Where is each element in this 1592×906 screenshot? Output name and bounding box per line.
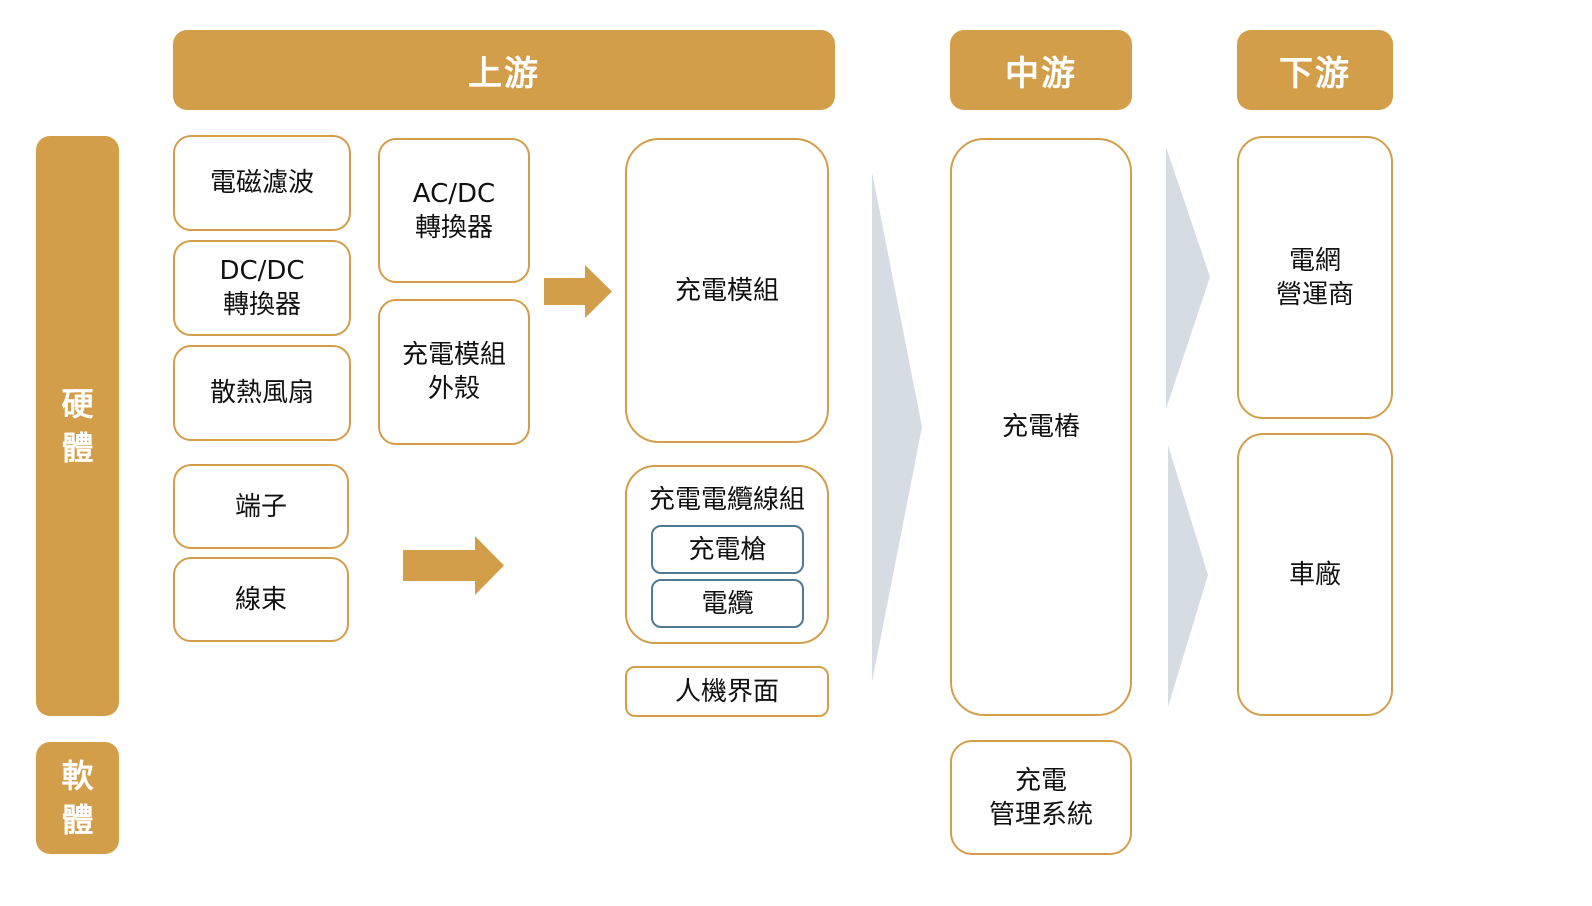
header-upstream: 上游 xyxy=(173,30,835,110)
header-midstream: 中游 xyxy=(950,30,1132,110)
component-emi-filter: 電磁濾波 xyxy=(173,135,351,231)
grid-operator: 電網 營運商 xyxy=(1237,136,1393,419)
cable-item-cable: 電纜 xyxy=(651,579,804,628)
component-acdc-converter: AC/DC 轉換器 xyxy=(378,138,530,283)
cable-item-charging-gun: 充電槍 xyxy=(651,525,804,574)
cable-group-title: 充電電纜線組 xyxy=(648,485,805,515)
component-wire-harness: 線束 xyxy=(173,557,349,642)
right-arrow-icon xyxy=(544,265,612,318)
row-label-hardware: 硬體 xyxy=(36,136,119,716)
chevron-right-icon xyxy=(872,172,922,682)
component-terminal: 端子 xyxy=(173,464,349,549)
charging-management-system: 充電 管理系統 xyxy=(950,740,1132,855)
cable-group: 充電電纜線組 充電槍 電纜 xyxy=(625,465,829,644)
row-label-hardware-text: 硬體 xyxy=(61,385,94,467)
chevron-right-icon xyxy=(1166,147,1210,409)
charging-pile: 充電樁 xyxy=(950,138,1132,716)
header-downstream: 下游 xyxy=(1237,30,1393,110)
component-dcdc-converter: DC/DC 轉換器 xyxy=(173,240,351,336)
chevron-right-icon xyxy=(1168,445,1208,707)
right-arrow-icon xyxy=(403,536,504,595)
charging-module: 充電模組 xyxy=(625,138,829,443)
row-label-software: 軟體 xyxy=(36,742,119,854)
component-module-housing: 充電模組 外殼 xyxy=(378,299,530,445)
row-label-software-text: 軟體 xyxy=(61,757,94,839)
automaker: 車廠 xyxy=(1237,433,1393,716)
component-hmi: 人機界面 xyxy=(625,666,829,717)
component-cooling-fan: 散熱風扇 xyxy=(173,345,351,441)
